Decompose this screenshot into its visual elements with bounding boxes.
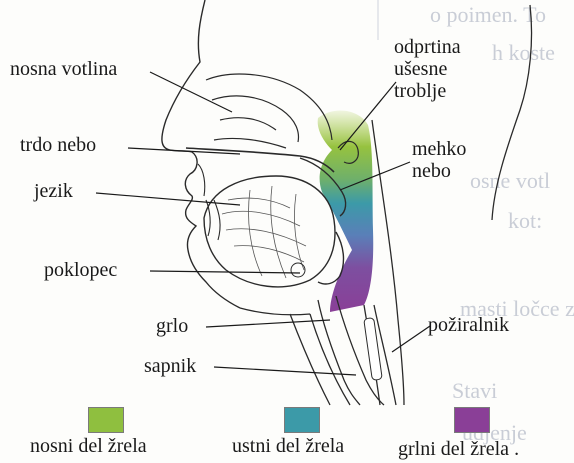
nasal-cavity-outline: [206, 74, 332, 148]
label-grlo: grlo: [156, 315, 188, 337]
epiglottis: [318, 232, 343, 284]
legend-swatch-grlni: [454, 407, 490, 433]
legend-label-grlni: grlni del žrela .: [398, 438, 519, 461]
leader-nosna-votlina: [150, 72, 232, 112]
face-profile-outline: [162, 0, 240, 308]
leader-poziralnik: [392, 326, 430, 352]
label-mehko-nebo: mehko nebo: [412, 138, 466, 182]
pharynx-region: [318, 111, 374, 312]
legend-label-nosni: nosni del žrela: [30, 435, 147, 458]
label-nosna-votlina: nosna votlina: [10, 58, 117, 80]
label-poklopec: poklopec: [44, 259, 117, 281]
label-jezik: jezik: [34, 180, 73, 202]
tongue-outline: [204, 176, 335, 287]
legend-swatch-ustni: [284, 407, 320, 433]
leader-sapnik: [214, 367, 356, 375]
leader-jezik: [96, 193, 240, 205]
skull-back-outline: [492, 5, 532, 220]
legend-label-grlni-text: grlni del žrela: [398, 438, 509, 460]
leader-poklopec: [150, 271, 300, 273]
legend-label-ustni: ustni del žrela: [232, 435, 344, 458]
label-odprtina-usesne-troblje: odprtina ušesne troblje: [394, 36, 461, 102]
label-sapnik: sapnik: [144, 355, 196, 377]
hard-palate: [186, 148, 334, 172]
label-poziralnik: požiralnik: [428, 314, 509, 336]
legend-swatch-nosni: [88, 407, 124, 433]
leader-grlo: [206, 320, 330, 327]
hyoid-bone: [291, 263, 305, 277]
leader-trdo-nebo: [128, 148, 240, 154]
legend-trailing-period: .: [514, 438, 519, 460]
label-trdo-nebo: trdo nebo: [20, 134, 96, 156]
